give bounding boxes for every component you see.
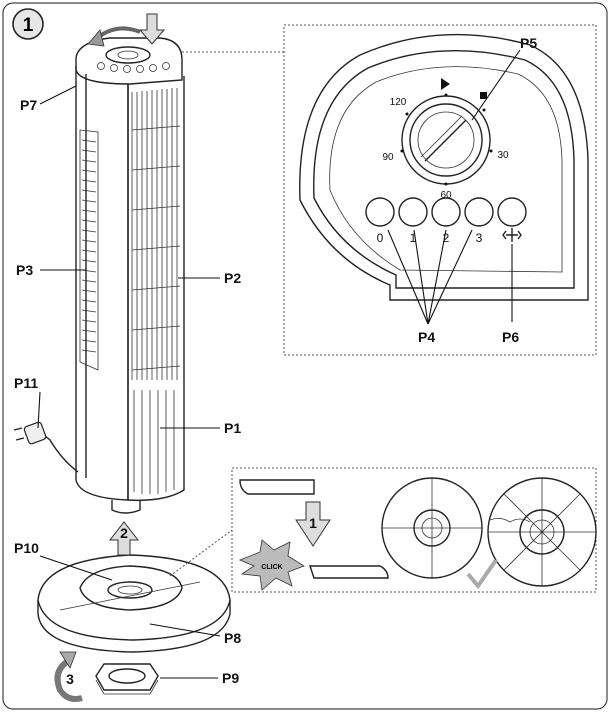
part-leaders: [37, 85, 221, 679]
check-icon: [466, 558, 498, 590]
oscillation-button[interactable]: [497, 197, 527, 242]
stop-icon: [480, 92, 487, 99]
label-p6: P6: [502, 329, 519, 345]
label-p8: P8: [224, 630, 241, 646]
click-callout: 1 CLICK: [169, 467, 597, 593]
fan-base: 2: [37, 521, 231, 653]
timer-mark-60: 60: [440, 190, 452, 201]
speed-button-0[interactable]: 0: [365, 197, 395, 245]
click-text: CLICK: [261, 564, 282, 571]
speed-button-1[interactable]: 1: [398, 197, 428, 245]
speed-button-2[interactable]: 2: [431, 197, 461, 245]
label-p1: P1: [224, 420, 241, 436]
label-p2: P2: [224, 270, 241, 286]
arrow-3-number: 3: [66, 671, 74, 687]
oscillation-icon: [502, 228, 522, 242]
label-p7: P7: [20, 97, 37, 113]
step-badge: 1: [12, 8, 44, 40]
side-grill: [79, 129, 99, 371]
label-p11: P11: [14, 375, 38, 391]
play-icon: [441, 78, 450, 90]
timer-dial[interactable]: 120 90 60 30: [382, 78, 509, 201]
timer-mark-90: 90: [382, 152, 394, 163]
locking-nut: 3: [54, 651, 159, 702]
front-grille: [131, 88, 181, 380]
label-p10: P10: [14, 540, 39, 556]
control-panel-callout: 120 90 60 30 0 1 2 3: [182, 24, 597, 356]
button-label-0: 0: [377, 231, 384, 245]
label-p9: P9: [222, 670, 239, 686]
arrow-1-number: 1: [309, 515, 317, 531]
power-plug: [13, 421, 79, 473]
svg-text:1: 1: [23, 15, 34, 36]
tower-fan-body: [75, 13, 185, 514]
click-burst: [238, 539, 305, 591]
label-p3: P3: [16, 262, 33, 278]
button-label-3: 3: [476, 231, 483, 245]
label-p4: P4: [418, 329, 435, 345]
label-p5: P5: [520, 35, 537, 51]
button-label-1: 1: [410, 231, 417, 245]
speed-button-3[interactable]: 3: [464, 197, 494, 245]
timer-mark-120: 120: [390, 97, 407, 108]
button-label-2: 2: [443, 231, 450, 245]
arrow-2-number: 2: [120, 525, 128, 541]
timer-mark-30: 30: [497, 150, 509, 161]
press-arrow: [138, 13, 166, 45]
